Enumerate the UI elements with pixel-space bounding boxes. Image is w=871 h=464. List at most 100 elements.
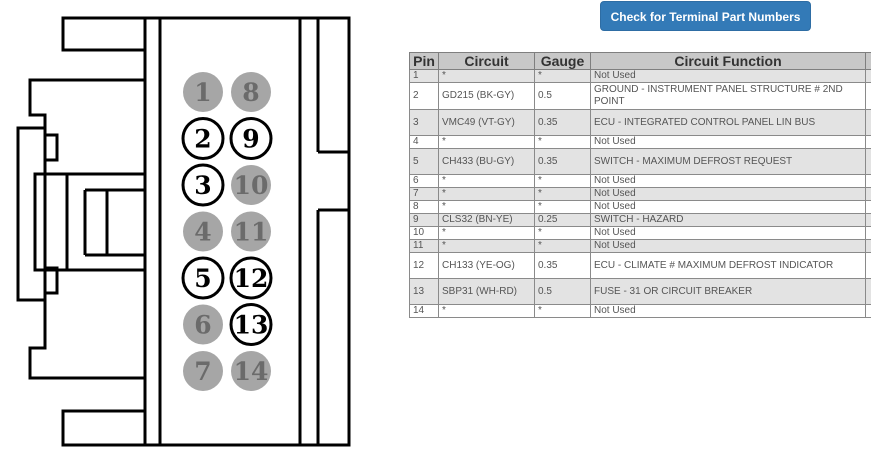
table-row: 14**Not Used (409, 304, 871, 318)
table-row: 11**Not Used (409, 239, 871, 253)
cell-pin: 4 (409, 135, 439, 149)
pin-circle (229, 117, 273, 160)
cell-function: Not Used (590, 135, 866, 149)
pin-circle (183, 351, 223, 391)
cell-extra (865, 239, 871, 253)
cell-gauge: * (534, 239, 591, 253)
cell-extra (865, 213, 871, 227)
table-header-row: Pin Circuit Gauge Circuit Function (409, 52, 871, 70)
cell-gauge: * (534, 304, 591, 318)
pin-number: 10 (234, 171, 269, 200)
cell-extra (865, 69, 871, 83)
table-row: 8**Not Used (409, 200, 871, 214)
cell-function: Not Used (590, 69, 866, 83)
cell-circuit: CLS32 (BN-YE) (438, 213, 535, 227)
left-bottom-tab (61, 409, 145, 447)
pin-circle (231, 72, 271, 112)
pin-number: 13 (234, 311, 269, 340)
pin-number: 12 (234, 264, 269, 293)
latch-block (33, 172, 147, 272)
cell-circuit: * (438, 239, 535, 253)
cell-gauge: * (534, 200, 591, 214)
cell-pin: 3 (409, 109, 439, 136)
pin-circle (229, 256, 273, 300)
cell-pin: 8 (409, 200, 439, 214)
cell-extra (865, 278, 871, 305)
cell-gauge: 0.35 (534, 252, 591, 279)
function-column-header: Circuit Function (590, 52, 866, 70)
table-row: 1**Not Used (409, 69, 871, 83)
cell-pin: 5 (409, 148, 439, 175)
cell-function: ECU - INTEGRATED CONTROL PANEL LIN BUS (590, 109, 866, 136)
cell-circuit: * (438, 200, 535, 214)
cell-extra (865, 82, 871, 110)
pin-number: 3 (194, 171, 211, 200)
cell-circuit: CH433 (BU-GY) (438, 148, 535, 175)
connector-pin: 13 (229, 303, 273, 346)
connector-pin: 7 (183, 351, 223, 391)
left-top-tab (61, 16, 145, 52)
pin-number: 5 (194, 264, 211, 293)
cell-gauge: * (534, 69, 591, 83)
pin-number: 2 (194, 125, 211, 154)
cell-gauge: * (534, 135, 591, 149)
cell-function: Not Used (590, 304, 866, 318)
gauge-column-header: Gauge (534, 52, 591, 70)
cell-pin: 13 (409, 278, 439, 305)
table-row: 4**Not Used (409, 135, 871, 149)
pin-circle (183, 72, 223, 112)
cell-pin: 12 (409, 252, 439, 279)
cell-function: Not Used (590, 174, 866, 188)
pin-number: 4 (194, 218, 211, 247)
cell-circuit: * (438, 187, 535, 201)
extra-column-header (865, 52, 871, 70)
cell-gauge: * (534, 174, 591, 188)
cell-extra (865, 174, 871, 188)
pin-number: 14 (234, 357, 269, 386)
cell-function: Not Used (590, 187, 866, 201)
cell-circuit: * (438, 174, 535, 188)
cell-function: Not Used (590, 200, 866, 214)
cell-pin: 9 (409, 213, 439, 227)
pin-circle (231, 165, 271, 205)
pin-number: 8 (242, 78, 259, 107)
pin-number: 9 (242, 125, 259, 154)
cell-pin: 10 (409, 226, 439, 240)
connector-pin: 11 (231, 211, 271, 252)
cell-pin: 2 (409, 82, 439, 110)
cell-pin: 7 (409, 187, 439, 201)
cell-pin: 14 (409, 304, 439, 318)
connector-pin: 8 (231, 72, 271, 112)
connector-pin: 9 (229, 117, 273, 160)
cell-function: FUSE - 31 OR CIRCUIT BREAKER (590, 278, 866, 305)
cell-function: Not Used (590, 226, 866, 240)
connector-pin: 12 (229, 256, 273, 300)
pin-circle (231, 211, 271, 252)
cell-extra (865, 252, 871, 279)
pin-circle (229, 303, 273, 346)
pin-column-header: Pin (409, 52, 439, 70)
connector-pin: 4 (183, 211, 223, 252)
cell-function: GROUND - INSTRUMENT PANEL STRUCTURE # 2N… (590, 82, 866, 110)
pin-circle (183, 304, 223, 345)
pin-number: 11 (234, 218, 269, 247)
cell-circuit: GD215 (BK-GY) (438, 82, 535, 110)
cell-extra (865, 304, 871, 318)
cell-extra (865, 226, 871, 240)
cell-function: SWITCH - HAZARD (590, 213, 866, 227)
cell-circuit: CH133 (YE-OG) (438, 252, 535, 279)
cell-extra (865, 135, 871, 149)
cell-circuit: VMC49 (VT-GY) (438, 109, 535, 136)
cell-extra (865, 200, 871, 214)
cell-pin: 11 (409, 239, 439, 253)
pin-number: 6 (194, 311, 211, 340)
table-row: 7**Not Used (409, 187, 871, 201)
check-terminal-part-numbers-button[interactable]: Check for Terminal Part Numbers (600, 1, 811, 31)
